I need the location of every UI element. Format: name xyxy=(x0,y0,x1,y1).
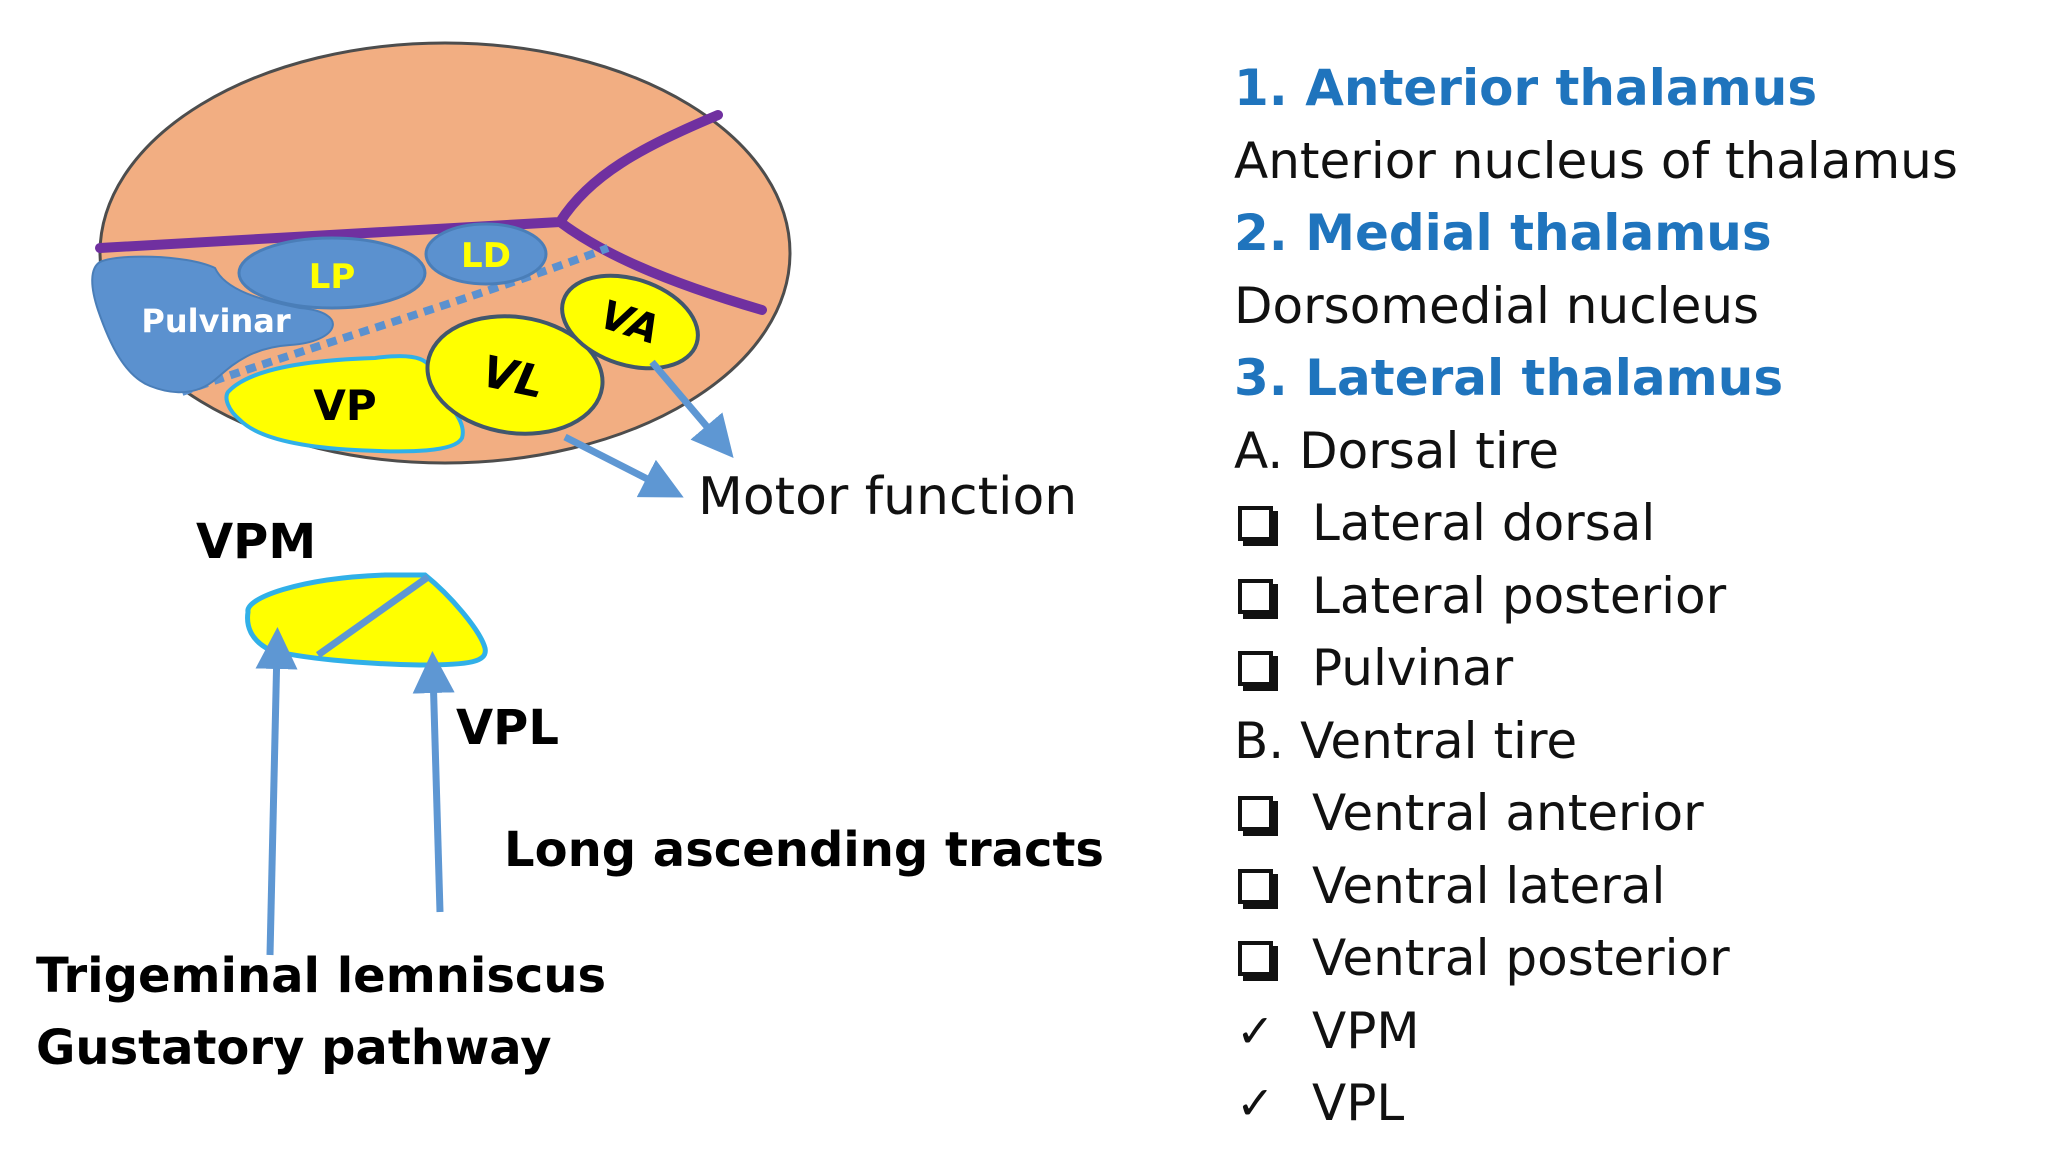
vl-motor-arrow xyxy=(563,433,684,498)
lp-nucleus xyxy=(237,236,427,310)
checkmark-icon: ✓ xyxy=(1236,1076,1275,1130)
list-item: ✓ VPL xyxy=(1234,1067,1958,1140)
list-label: B. Ventral tire xyxy=(1234,711,1578,770)
va-motor-arrow xyxy=(649,359,734,459)
motor-function-label: Motor function xyxy=(698,467,1077,527)
trigeminal-arrow xyxy=(255,627,298,956)
pulvinar-label: Pulvinar xyxy=(141,302,290,340)
long-ascending-tracts-label: Long ascending tracts xyxy=(504,822,1104,878)
ld-nucleus xyxy=(424,222,548,286)
vpl-label: VPL xyxy=(456,700,559,756)
vpm-vpl-divider xyxy=(315,574,431,658)
pulvinar-nucleus xyxy=(91,255,334,394)
list-text: B. Ventral tire xyxy=(1234,705,1958,778)
dorsal-ventral-divider xyxy=(180,244,610,396)
vp-nucleus xyxy=(224,354,465,454)
checkbox-icon xyxy=(1238,506,1273,541)
list-item: ✓ VPM xyxy=(1234,995,1958,1068)
list-label: Pulvinar xyxy=(1312,639,1514,697)
list-text: Anterior nucleus of thalamus xyxy=(1234,125,1958,198)
list-label: Lateral posterior xyxy=(1312,566,1727,625)
checkbox-icon xyxy=(1238,941,1273,976)
list-label: 3. Lateral thalamus xyxy=(1234,349,1784,407)
section-heading: 2. Medial thalamus xyxy=(1234,197,1958,270)
list-label: Ventral posterior xyxy=(1312,929,1730,987)
list-item: Pulvinar xyxy=(1234,632,1958,705)
checkbox-icon xyxy=(1238,651,1273,686)
list-item: Lateral dorsal xyxy=(1234,487,1958,560)
list-item: Ventral anterior xyxy=(1234,777,1958,850)
gustatory-pathway-label: Gustatory pathway xyxy=(36,1020,551,1076)
list-label: Anterior nucleus of thalamus xyxy=(1234,131,1958,190)
list-item: Lateral posterior xyxy=(1234,560,1958,633)
checkbox-icon xyxy=(1238,796,1273,831)
vl-label: VL xyxy=(477,346,548,409)
list-label: VPM xyxy=(1312,1001,1420,1060)
lp-label: LP xyxy=(309,257,356,297)
list-item: Ventral lateral xyxy=(1234,850,1958,923)
list-label: VPL xyxy=(1312,1074,1405,1132)
list-text: A. Dorsal tire xyxy=(1234,415,1958,488)
long-tracts-arrow xyxy=(412,651,455,913)
list-label: Ventral lateral xyxy=(1312,856,1666,915)
trigeminal-lemniscus-label: Trigeminal lemniscus xyxy=(36,948,606,1004)
list-label: 2. Medial thalamus xyxy=(1234,204,1772,262)
list-label: Lateral dorsal xyxy=(1312,494,1656,552)
checkmark-icon: ✓ xyxy=(1236,1003,1275,1058)
list-label: 1. Anterior thalamus xyxy=(1234,59,1818,117)
list-label: Dorsomedial nucleus xyxy=(1234,276,1760,335)
list-label: Ventral anterior xyxy=(1312,784,1704,842)
ld-label: LD xyxy=(461,236,511,276)
section-heading: 3. Lateral thalamus xyxy=(1234,342,1958,415)
checkbox-icon xyxy=(1238,868,1273,904)
checkbox-icon xyxy=(1238,578,1273,614)
list-label: A. Dorsal tire xyxy=(1234,421,1559,480)
va-nucleus xyxy=(560,273,700,371)
list-text: Dorsomedial nucleus xyxy=(1234,270,1958,343)
list-item: Ventral posterior xyxy=(1234,922,1958,995)
vp-label: VP xyxy=(313,381,376,430)
section-heading: 1. Anterior thalamus xyxy=(1234,52,1958,125)
vpm-label: VPM xyxy=(196,514,316,570)
vl-nucleus xyxy=(425,314,605,436)
